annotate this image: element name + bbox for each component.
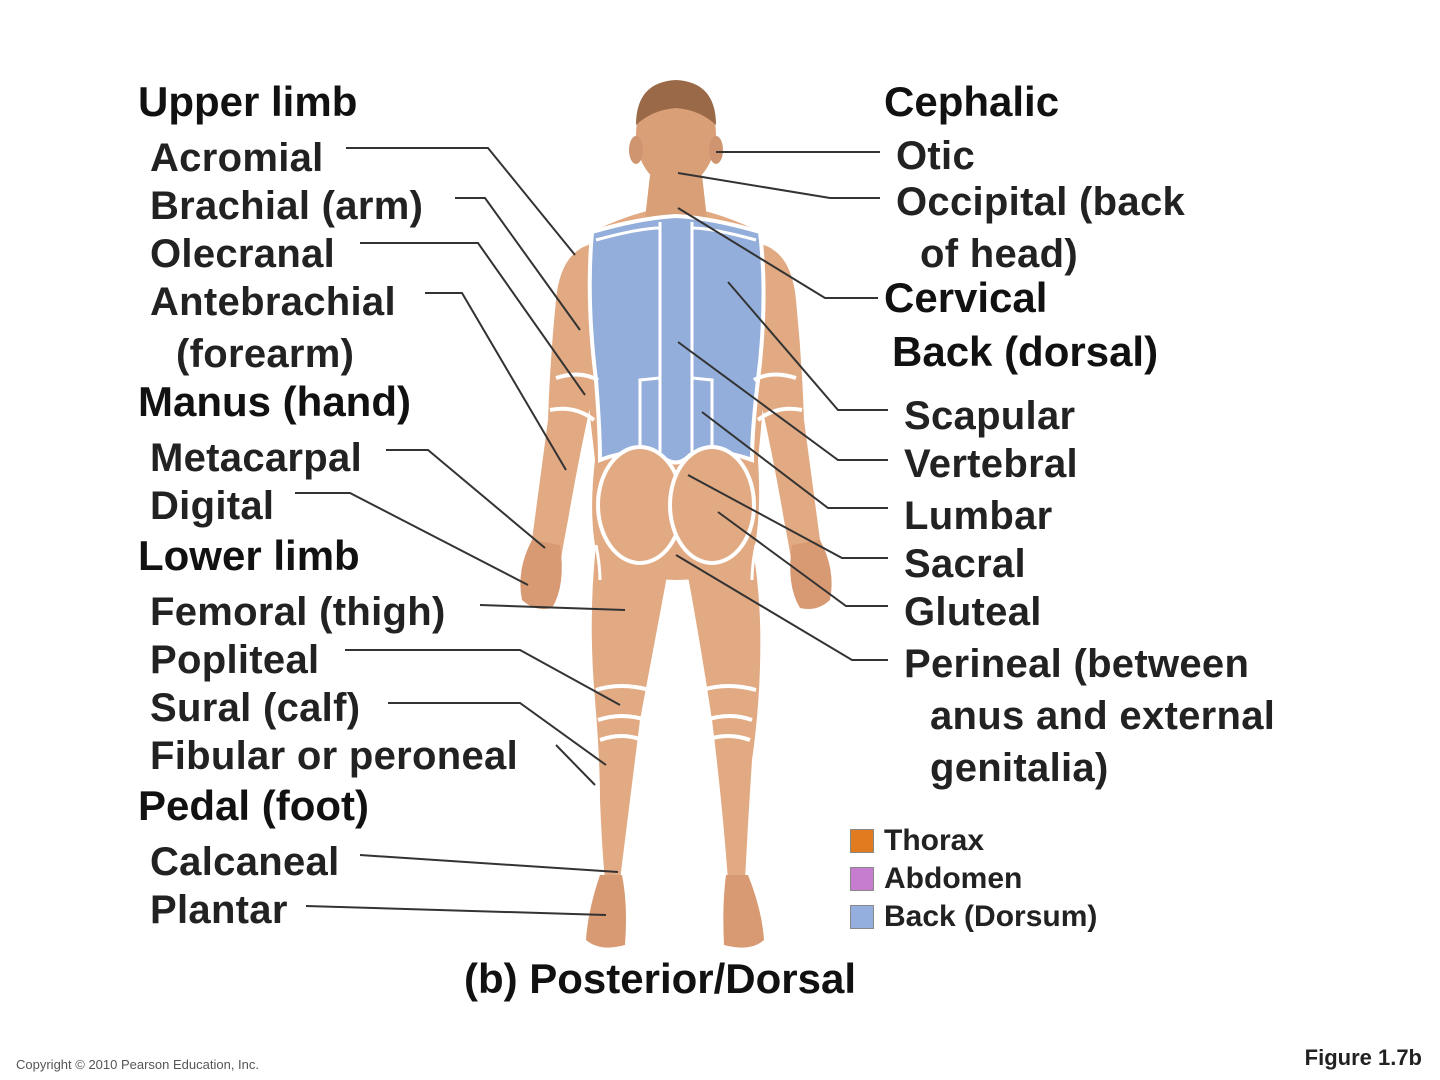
olecranal-left-outline — [549, 372, 599, 422]
leader-sural — [388, 702, 607, 766]
label-plantar: Plantar — [150, 888, 288, 932]
label-occipital-line2: of head) — [920, 232, 1078, 276]
leader-calcaneal — [359, 854, 619, 873]
leader-popliteal — [345, 649, 621, 706]
leader-plantar — [305, 905, 607, 916]
legend-swatch-abdomen — [850, 867, 874, 891]
right-leg — [685, 545, 761, 880]
legend-swatch-thorax — [850, 829, 874, 853]
acromial-right-outline — [759, 238, 794, 271]
sural-right-outline — [705, 734, 751, 742]
gluteal-right — [668, 445, 756, 565]
label-digital: Digital — [150, 484, 275, 528]
legend-label-thorax: Thorax — [884, 824, 985, 857]
left-foot — [586, 875, 626, 948]
label-vertebral: Vertebral — [904, 442, 1078, 486]
left-leg — [591, 545, 670, 880]
label-antebrachial: Antebrachial — [150, 280, 396, 324]
label-popliteal: Popliteal — [150, 638, 320, 682]
legend-label-abdomen: Abdomen — [884, 862, 1023, 895]
leader-olecranal — [360, 242, 586, 396]
leader-brachial — [455, 197, 581, 331]
leader-perineal — [675, 554, 888, 661]
label-femoral: Femoral (thigh) — [150, 590, 446, 634]
header-back: Back (dorsal) — [892, 328, 1159, 375]
leader-fibular — [555, 744, 596, 786]
leader-cervical — [677, 207, 878, 299]
leader-scapular — [727, 281, 888, 411]
label-sacral: Sacral — [904, 542, 1026, 586]
sural-left-outline — [599, 734, 643, 742]
leader-gluteal — [717, 511, 888, 607]
acromial-left-outline — [558, 238, 593, 271]
legend-swatch-back — [850, 905, 874, 929]
femoral-outline — [594, 544, 758, 581]
header-cervical: Cervical — [884, 274, 1048, 321]
label-scapular: Scapular — [904, 394, 1076, 438]
header-upper-limb: Upper limb — [138, 78, 358, 125]
label-perineal-line2: anus and external — [930, 694, 1276, 738]
right-hand — [790, 540, 832, 609]
leader-digital — [295, 492, 529, 586]
legend: Thorax Abdomen Back (Dorsum) — [850, 822, 1097, 936]
leader-acromial — [346, 147, 576, 256]
label-sural: Sural (calf) — [150, 686, 361, 730]
label-calcaneal: Calcaneal — [150, 840, 340, 884]
scapular-outline — [595, 226, 757, 242]
left-arm — [530, 245, 602, 600]
leader-lumbar — [701, 411, 888, 509]
legend-item-abdomen: Abdomen — [850, 860, 1097, 898]
copyright-notice: Copyright © 2010 Pearson Education, Inc. — [16, 1057, 260, 1072]
legend-item-thorax: Thorax — [850, 822, 1097, 860]
label-acromial: Acromial — [150, 136, 324, 180]
back-region — [587, 213, 766, 465]
leader-occipital — [677, 172, 880, 199]
leader-antebrachial — [425, 292, 567, 471]
olecranal-right-outline — [753, 372, 803, 422]
header-lower-limb: Lower limb — [138, 532, 360, 579]
leader-lines — [295, 147, 888, 916]
label-occipital-line1: Occipital (back — [896, 180, 1186, 224]
label-perineal-line1: Perineal (between — [904, 642, 1250, 686]
leader-metacarpal — [386, 449, 546, 549]
lumbar-outline — [638, 376, 714, 455]
label-fibular: Fibular or peroneal — [150, 734, 518, 778]
right-foot — [723, 875, 764, 948]
label-lumbar: Lumbar — [904, 494, 1053, 538]
leader-sacral — [687, 474, 888, 559]
hair — [636, 80, 716, 125]
header-pedal: Pedal (foot) — [138, 782, 369, 829]
header-cephalic: Cephalic — [884, 78, 1060, 125]
legend-item-back: Back (Dorsum) — [850, 898, 1097, 936]
label-brachial: Brachial (arm) — [150, 184, 424, 228]
figure-caption: (b) Posterior/Dorsal — [463, 955, 857, 1002]
figure-number: Figure 1.7b — [1304, 1045, 1422, 1070]
label-otic: Otic — [896, 134, 975, 178]
label-forearm: (forearm) — [176, 332, 355, 376]
neck — [644, 175, 708, 228]
leader-femoral — [479, 604, 626, 611]
leader-vertebral — [677, 341, 888, 461]
header-manus: Manus (hand) — [138, 378, 411, 425]
popliteal-left-outline — [595, 684, 651, 722]
ear-right — [709, 136, 723, 164]
label-perineal-line3: genitalia) — [930, 746, 1109, 790]
label-gluteal: Gluteal — [904, 590, 1042, 634]
left-hand — [520, 540, 562, 609]
popliteal-right-outline — [701, 684, 757, 722]
ear-left — [629, 136, 643, 164]
label-olecranal: Olecranal — [150, 232, 336, 276]
label-metacarpal: Metacarpal — [150, 436, 362, 480]
vertebral-region-outline — [658, 222, 694, 455]
legend-label-back: Back (Dorsum) — [884, 900, 1098, 933]
